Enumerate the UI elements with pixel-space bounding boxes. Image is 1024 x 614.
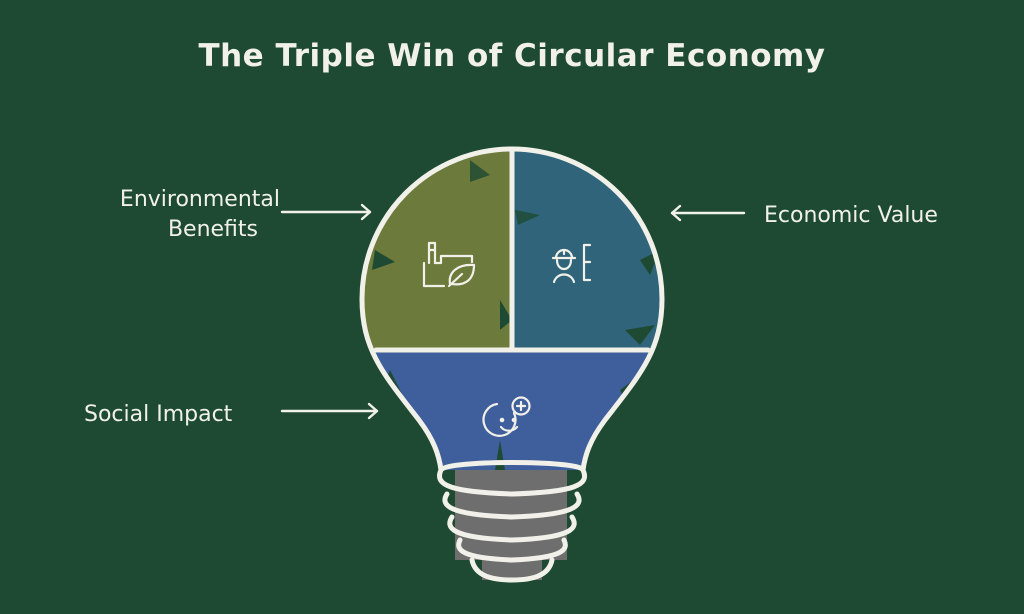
arrow-economic — [670, 204, 746, 222]
arrow-environmental — [280, 203, 372, 221]
label-environmental-benefits: Environmental Benefits — [70, 185, 280, 245]
label-economic-value: Economic Value — [764, 203, 938, 228]
label-environmental-line1: Environmental — [119, 187, 280, 212]
arrow-social — [280, 402, 379, 420]
label-social-impact: Social Impact — [84, 402, 233, 427]
diagram-title: The Triple Win of Circular Economy — [198, 38, 826, 74]
factory-leaf-icon — [422, 241, 476, 288]
smiley-plus-icon — [482, 396, 531, 437]
bulb-outline — [359, 146, 665, 583]
label-environmental-line2: Benefits — [167, 217, 258, 242]
worker-hardhat-icon — [551, 243, 592, 284]
